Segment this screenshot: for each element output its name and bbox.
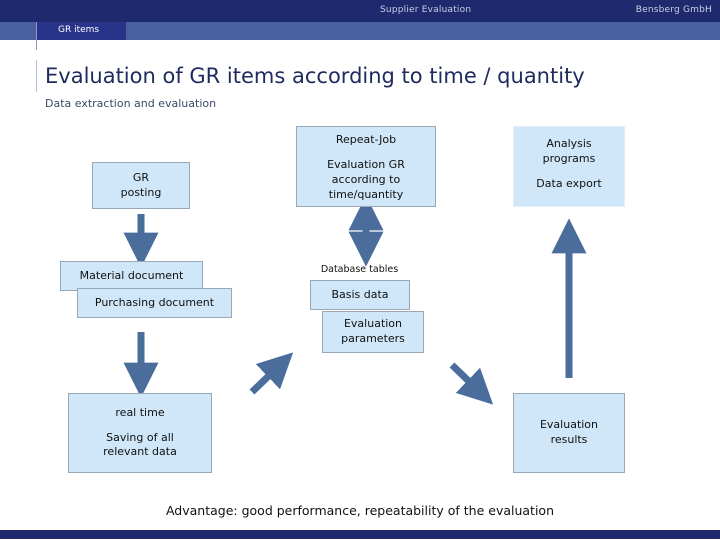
box-basis-data[interactable]: Basis data	[310, 280, 410, 310]
slide-caption: Advantage: good performance, repeatabili…	[165, 503, 555, 518]
header-top-bar	[0, 0, 720, 22]
tab-gr-items[interactable]	[36, 22, 126, 40]
box-analysis-line2: programs	[542, 151, 596, 165]
footer-bar	[0, 530, 720, 539]
page-subtitle: Data extraction and evaluation	[45, 97, 217, 110]
header-tab-band	[0, 22, 720, 40]
box-analysis-line3: Data export	[536, 176, 602, 190]
arrow-database-tables-to-evaluation-results	[449, 362, 494, 405]
box-evaluation-parameters[interactable]: Evaluation parameters	[322, 311, 424, 353]
label-database-tables: Database tables	[320, 264, 399, 275]
page-title: Evaluation of GR items according to time…	[45, 64, 585, 88]
box-real-time-line3: relevant data	[103, 445, 177, 459]
box-basis-data-label: Basis data	[331, 287, 389, 301]
arrow-real-time-to-database-tables	[249, 352, 294, 395]
box-repeat-job-line4: time/quantity	[328, 187, 404, 201]
box-repeat-job-title: Repeat-Job	[335, 133, 397, 146]
box-analysis-line1: Analysis	[546, 137, 592, 150]
header-company-name: Bensberg GmbH	[635, 5, 712, 15]
box-gr-posting-line1: GR	[132, 170, 150, 184]
box-repeat-job-line2: Evaluation GR	[327, 157, 405, 171]
box-evaluation-parameters-line1: Evaluation	[343, 317, 403, 331]
title-accent-rule	[36, 60, 37, 92]
box-gr-posting-line2: posting	[120, 185, 162, 199]
header-vertical-rule	[36, 22, 37, 50]
box-purchasing-document[interactable]: Purchasing document	[77, 288, 232, 318]
box-material-document[interactable]: Material document	[60, 261, 203, 291]
box-evaluation-results-line2: results	[550, 433, 588, 446]
box-evaluation-parameters-line2: parameters	[341, 332, 405, 345]
header-presentation-title: Supplier Evaluation	[380, 5, 472, 15]
box-material-document-label: Material document	[79, 268, 184, 282]
box-analysis-programs[interactable]: Analysis programs Data export	[513, 126, 625, 207]
box-evaluation-results-line1: Evaluation	[539, 418, 599, 432]
tab-gr-items-label: GR items	[58, 25, 100, 35]
box-real-time-line1: real time	[115, 405, 165, 419]
box-purchasing-document-label: Purchasing document	[94, 295, 215, 309]
box-real-time-line2: Saving of all	[106, 430, 174, 444]
box-repeat-job-line3: according to	[331, 172, 401, 186]
box-real-time[interactable]: real time Saving of all relevant data	[68, 393, 212, 473]
box-repeat-job[interactable]: Repeat-Job Evaluation GR according to ti…	[296, 126, 436, 207]
box-gr-posting[interactable]: GR posting	[92, 162, 190, 209]
box-evaluation-results[interactable]: Evaluation results	[513, 393, 625, 473]
